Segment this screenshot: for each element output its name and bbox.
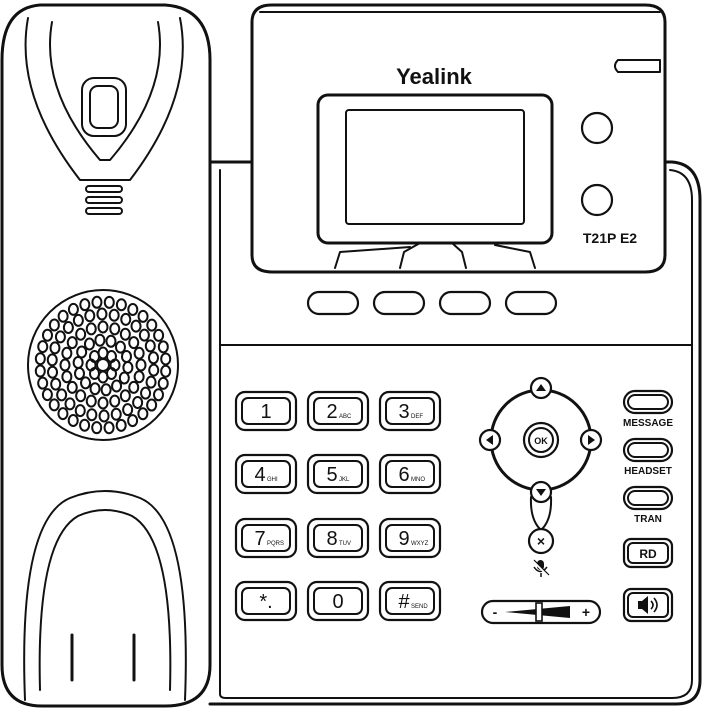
keypad-key[interactable]: 1	[234, 390, 298, 432]
arrow-left-icon[interactable]	[478, 428, 502, 452]
keypad-key-digit: 6	[398, 464, 409, 486]
message-button[interactable]	[622, 389, 674, 415]
keypad-key-letters: JKL	[339, 477, 350, 483]
navigation-cluster: OK ×	[478, 376, 603, 578]
brand-logo: Yealink	[396, 64, 473, 89]
transfer-label: TRAN	[634, 514, 662, 525]
keypad-key-letters: ABC	[339, 414, 352, 420]
keypad-key-letters: PQRS	[267, 541, 284, 547]
headset-button[interactable]	[622, 437, 674, 463]
soft-key-1[interactable]	[306, 290, 360, 316]
ok-label: OK	[534, 436, 548, 446]
keypad-key-digit: 5	[326, 464, 337, 486]
keypad-key-letters: MNO	[411, 477, 425, 483]
volume-bar[interactable]: - +	[480, 599, 602, 625]
keypad-key-digit: 8	[326, 528, 337, 550]
line-key-1[interactable]	[580, 111, 614, 145]
cancel-button[interactable]	[527, 527, 555, 555]
redial-label: RD	[639, 547, 657, 561]
keypad-key-letters: DEF	[411, 414, 423, 420]
redial-button[interactable]	[622, 537, 674, 569]
keypad-key-digit: #	[398, 591, 410, 613]
soft-key-2[interactable]	[372, 290, 426, 316]
keypad-key-letters: WXYZ	[411, 541, 429, 547]
speaker-grille	[27, 289, 179, 441]
keypad-key-digit: *.	[259, 591, 272, 613]
arrow-down-icon[interactable]	[529, 480, 553, 504]
keypad-key[interactable]: #SEND	[378, 580, 442, 622]
keypad-key[interactable]: 0	[306, 580, 370, 622]
keypad-key-digit: 1	[260, 401, 271, 423]
keypad-key-digit: 4	[254, 464, 265, 486]
arrow-right-icon[interactable]	[579, 428, 603, 452]
arrow-up-icon[interactable]	[529, 376, 553, 400]
display-housing	[250, 3, 667, 274]
phone-base	[208, 160, 702, 706]
keypad-key-digit: 7	[254, 528, 265, 550]
soft-key-3[interactable]	[438, 290, 492, 316]
keypad-key-digit: 3	[398, 401, 409, 423]
line-key-2[interactable]	[580, 183, 614, 217]
keypad-key-letters: TUV	[339, 541, 351, 547]
keypad-key-digit: 9	[398, 528, 409, 550]
keypad-key-letters: SEND	[411, 604, 428, 610]
cancel-label: ×	[537, 533, 545, 549]
lcd-screen	[316, 93, 554, 245]
handset[interactable]	[0, 3, 212, 708]
transfer-button[interactable]	[622, 485, 674, 511]
model-label: T21P E2	[583, 230, 637, 246]
volume-minus: -	[493, 604, 498, 620]
keypad-key-digit: 0	[332, 591, 343, 613]
speaker-icon	[638, 596, 658, 614]
keypad-key-letters: GHI	[267, 477, 278, 483]
headset-label: HEADSET	[624, 466, 672, 477]
keypad-key-digit: 2	[326, 401, 337, 423]
volume-plus: +	[582, 604, 590, 620]
soft-key-4[interactable]	[504, 290, 558, 316]
mic-mute-icon	[532, 559, 550, 578]
message-label: MESSAGE	[623, 418, 673, 429]
keypad-key[interactable]: *.	[234, 580, 298, 622]
